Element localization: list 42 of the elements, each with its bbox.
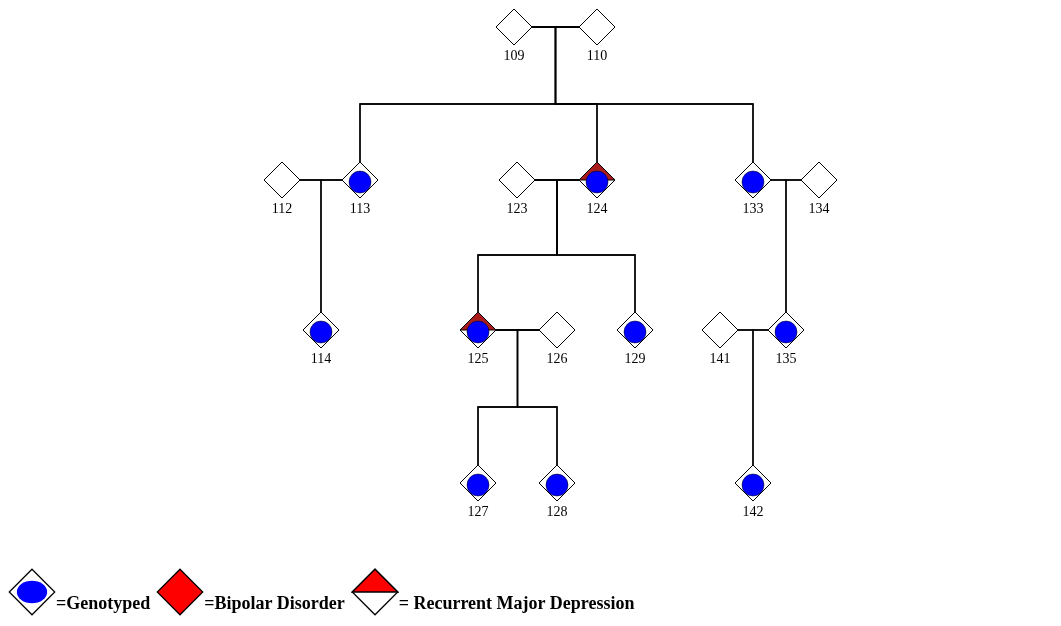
individual-diamond (578, 161, 616, 199)
individual-id: 123 (506, 201, 528, 217)
individual-id: 142 (742, 504, 764, 520)
individual-diamond (734, 161, 772, 199)
individual-diamond (800, 161, 838, 199)
pedigree-line (516, 329, 558, 466)
individual-diamond (341, 161, 379, 199)
individual-id: 112 (271, 201, 293, 217)
individual-diamond (578, 8, 616, 46)
individual-id: 141 (709, 351, 731, 367)
legend-text: = Recurrent Major Depression (398, 593, 635, 614)
individual-id: 110 (586, 48, 608, 64)
individual-id: 133 (742, 201, 764, 217)
pedigree-line (320, 179, 343, 313)
individual-diamond (734, 464, 772, 502)
individual-id: 129 (624, 351, 646, 367)
individual-diamond (538, 311, 576, 349)
individual-diamond (263, 161, 301, 199)
individual-id: 128 (546, 504, 568, 520)
individual-id: 125 (467, 351, 489, 367)
individual-diamond (459, 464, 497, 502)
individual-diamond (498, 161, 536, 199)
pedigree-line (752, 329, 769, 466)
individual-id: 134 (808, 201, 830, 217)
individual-diamond (616, 311, 654, 349)
individual-diamond (302, 311, 340, 349)
legend-text: =Bipolar Disorder (204, 593, 345, 614)
legend-text: =Genotyped (56, 593, 151, 614)
individual-id: 124 (586, 201, 608, 217)
individual-id: 114 (310, 351, 332, 367)
individual-diamond (495, 8, 533, 46)
individual-id: 127 (467, 504, 489, 520)
individual-id: 109 (503, 48, 525, 64)
pedigree-line (785, 179, 802, 313)
individual-diamond (767, 311, 805, 349)
pedigree-line (556, 179, 636, 313)
individual-diamond (459, 311, 497, 349)
individual-id: 135 (775, 351, 797, 367)
individual-id: 113 (349, 201, 371, 217)
individual-id: 126 (546, 351, 568, 367)
individual-diamond (701, 311, 739, 349)
individual-diamond (538, 464, 576, 502)
